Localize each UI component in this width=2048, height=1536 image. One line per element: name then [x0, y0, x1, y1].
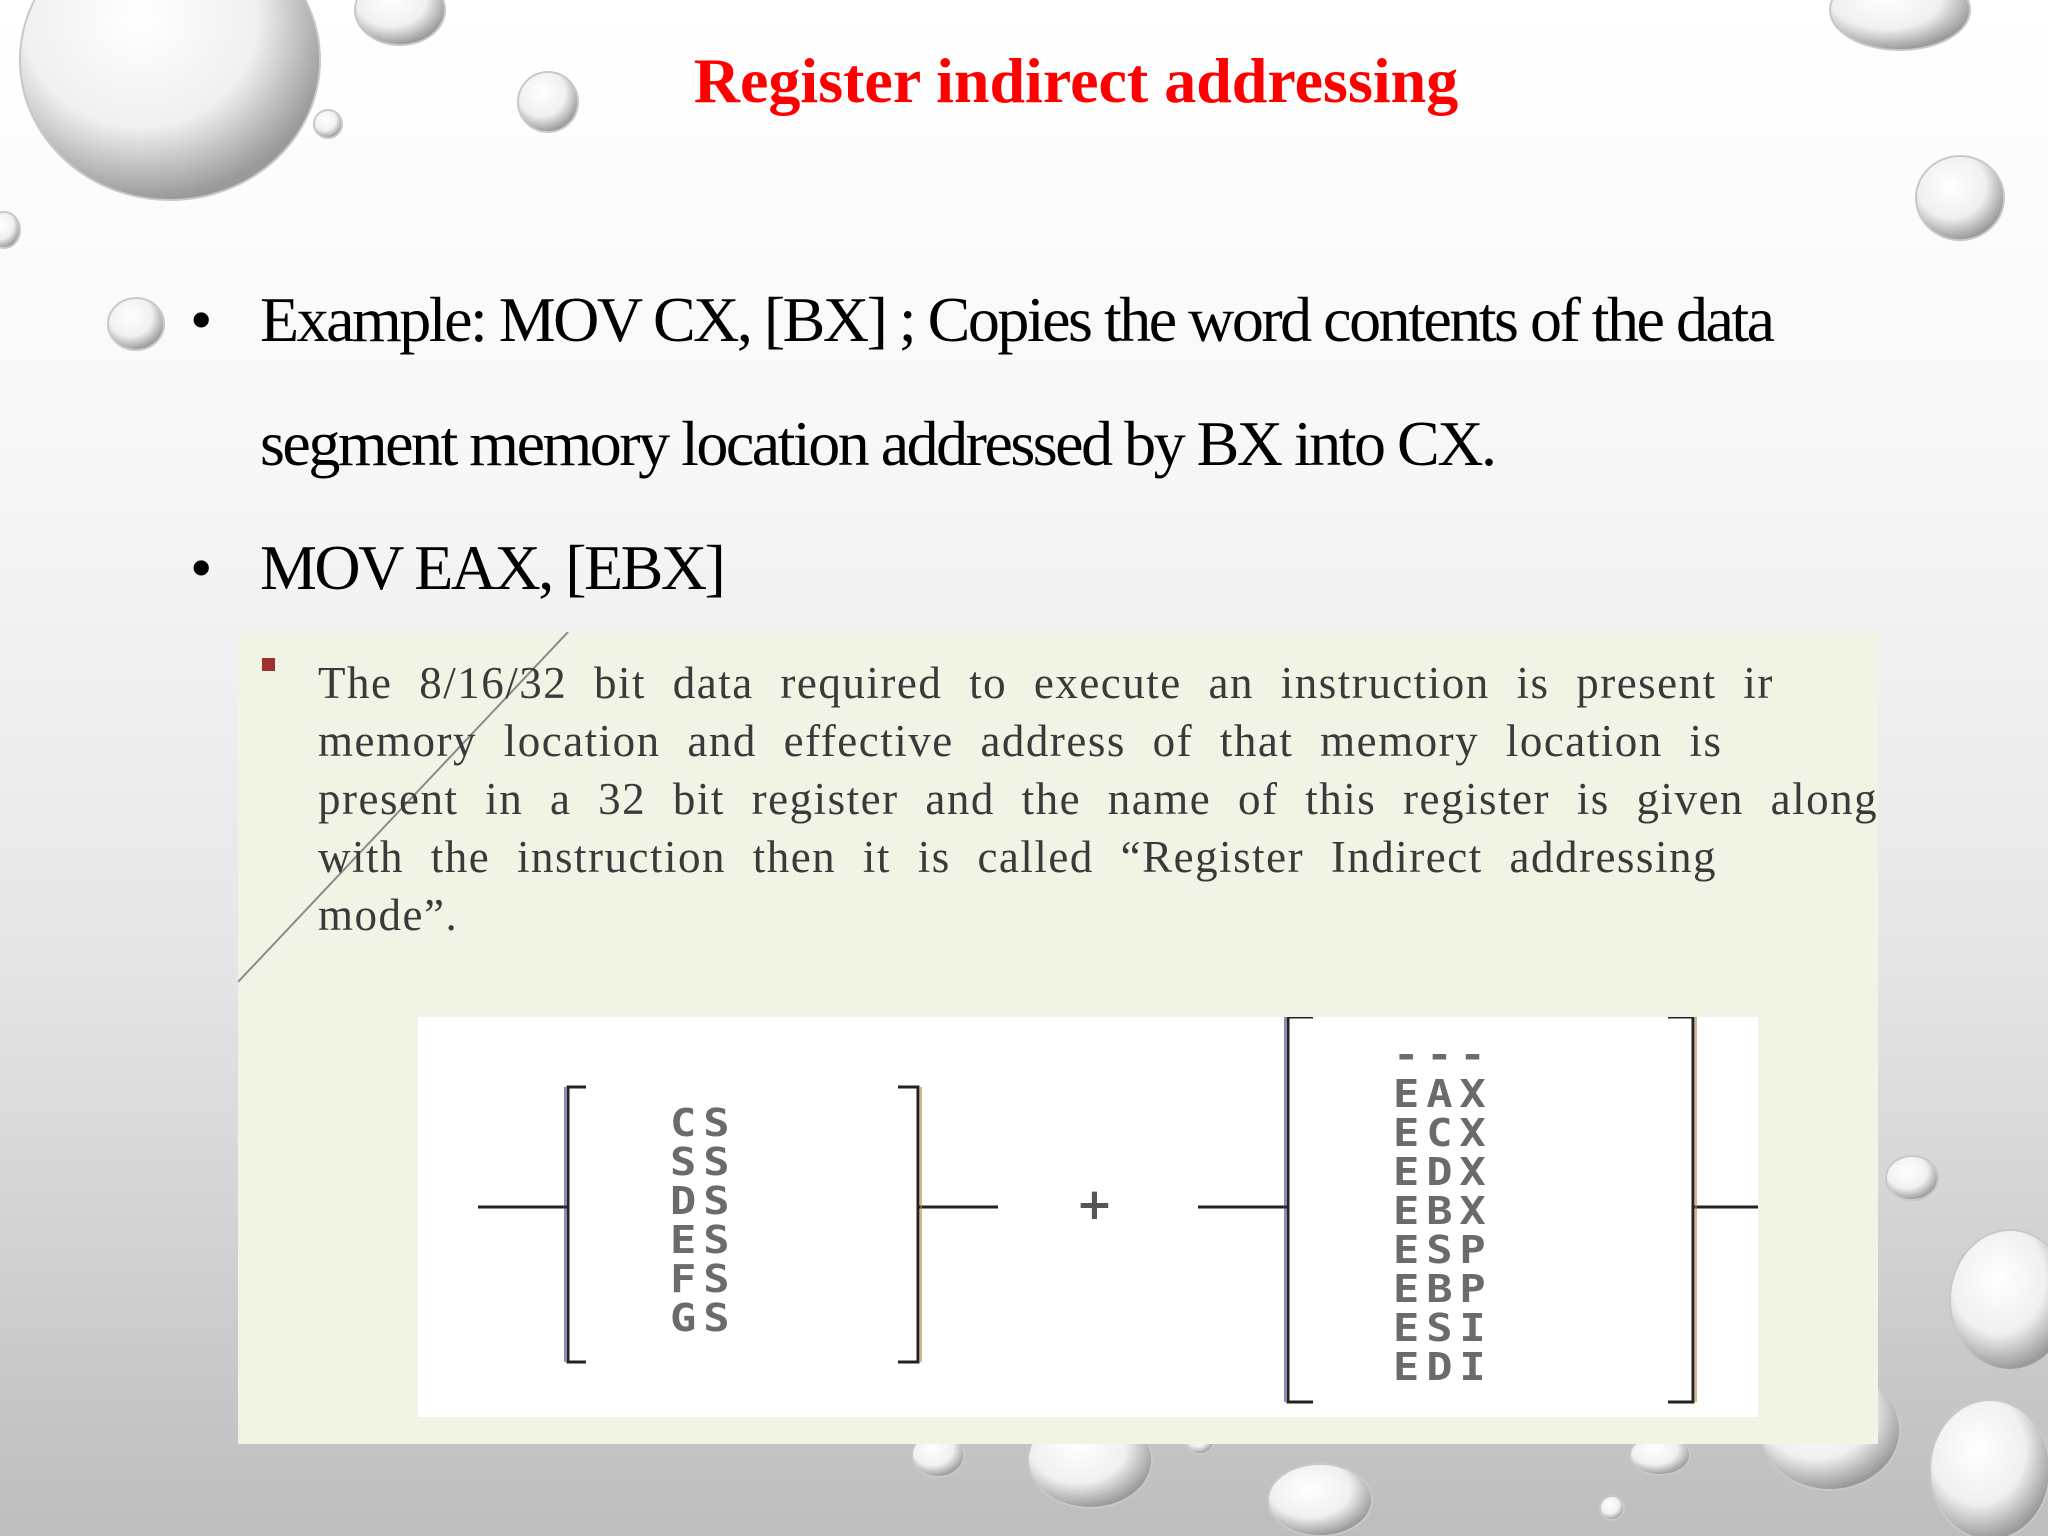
definition-line: present in a 32 bit register and the nam… — [318, 774, 1878, 824]
segment-register: ES — [670, 1218, 737, 1262]
segment-register-list: CS SS DS ES FS GS — [670, 1104, 736, 1338]
embedded-image-panel: The 8/16/32 bit data required to execute… — [238, 632, 1878, 1444]
general-register: EBX — [1393, 1189, 1493, 1233]
general-register: EAX — [1393, 1072, 1493, 1116]
bullet-list: • Example: MOV CX, [BX] ; Copies the wor… — [190, 258, 1890, 630]
segment-register: DS — [670, 1179, 737, 1223]
plus-sign: + — [1076, 1179, 1113, 1230]
segment-register: SS — [670, 1140, 737, 1184]
general-register: ECX — [1393, 1111, 1493, 1155]
bullet-dot-icon: • — [190, 532, 212, 603]
bullet-text: Example: MOV CX, [BX] ; Copies the word … — [260, 284, 1775, 355]
general-register: ESP — [1393, 1228, 1493, 1272]
general-register: EBP — [1393, 1267, 1493, 1311]
diagram-lines — [478, 1017, 1758, 1404]
general-register-list: --- EAX ECX EDX EBX ESP EBP ESI EDI — [1393, 1036, 1493, 1389]
definition-line: memory location and effective address of… — [318, 716, 1723, 766]
definition-text: The 8/16/32 bit data required to execute… — [318, 654, 1878, 944]
bullet-dot-icon: • — [190, 284, 212, 355]
general-register: EDI — [1393, 1345, 1493, 1389]
segment-register: CS — [670, 1101, 737, 1145]
general-register: EDX — [1393, 1150, 1493, 1194]
definition-line: with the instruction then it is called “… — [318, 832, 1717, 882]
bullet-text: MOV EAX, [EBX] — [260, 532, 726, 603]
bullet-item: • Example: MOV CX, [BX] ; Copies the wor… — [190, 258, 1890, 506]
general-register: ESI — [1393, 1306, 1493, 1350]
definition-line: mode”. — [318, 890, 459, 940]
diagonal-line-decoration — [238, 632, 569, 983]
segment-register: GS — [670, 1296, 737, 1340]
bullet-item: • MOV EAX, [EBX] — [190, 506, 1890, 630]
square-bullet-icon — [262, 658, 275, 671]
slide-title: Register indirect addressing — [693, 45, 1459, 116]
register-list-header: --- — [1393, 1033, 1493, 1077]
definition-line: The 8/16/32 bit data required to execute… — [318, 658, 1774, 708]
bullet-text-continued: segment memory location addressed by BX … — [260, 408, 1497, 479]
addressing-diagram: + CS SS DS ES FS GS --- EAX ECX EDX EBX … — [418, 1017, 1758, 1417]
segment-register: FS — [670, 1257, 737, 1301]
